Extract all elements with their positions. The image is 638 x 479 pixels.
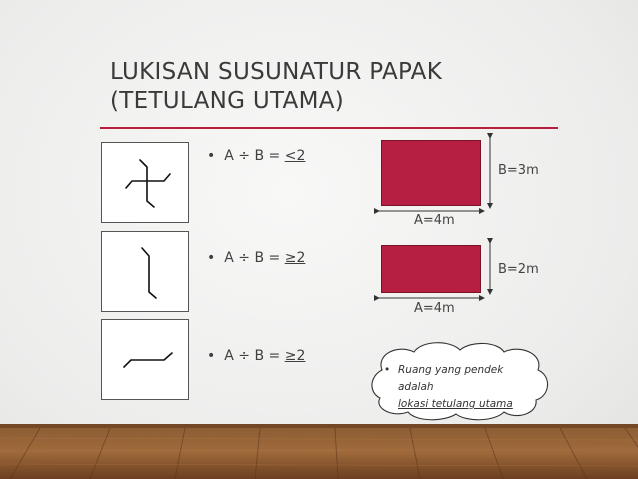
bullet-marker: • — [207, 250, 216, 266]
vertical-bar-icon — [141, 247, 157, 299]
bullet-marker: • — [207, 148, 216, 164]
callout-line-2: adalah — [398, 381, 434, 393]
icon-box-1 — [101, 142, 189, 223]
horizontal-bar-icon — [123, 352, 173, 368]
slide-title: LUKISAN SUSUNATUR PAPAK (TETULANG UTAMA) — [110, 58, 442, 116]
cloud-callout-shape — [371, 342, 549, 421]
bullet-prefix: A ÷ B = — [224, 250, 285, 266]
two-way-bars-icon — [125, 159, 171, 208]
bullet-prefix: A ÷ B = — [224, 348, 285, 364]
bullet-value: ≥2 — [284, 250, 306, 266]
bullet-prefix: A ÷ B = — [224, 148, 285, 164]
bullet-3: • A ÷ B = ≥2 — [207, 348, 305, 364]
bullet-marker: • — [207, 348, 216, 364]
width-label-1: A=4m — [414, 213, 455, 228]
title-underline — [100, 127, 558, 129]
callout-marker: • — [384, 364, 391, 376]
bullet-2: • A ÷ B = ≥2 — [207, 250, 305, 266]
bullet-1: • A ÷ B = <2 — [207, 148, 305, 164]
width-label-2: A=4m — [414, 301, 455, 316]
slab-rectangle-1 — [381, 140, 481, 206]
height-label-1: B=3m — [498, 163, 539, 178]
bullet-value: <2 — [284, 148, 306, 164]
height-label-2: B=2m — [498, 262, 539, 277]
title-line-2: (TETULANG UTAMA) — [110, 88, 345, 114]
slab-rectangle-2 — [381, 245, 481, 293]
wood-floor — [0, 424, 638, 479]
icon-box-2 — [101, 231, 189, 312]
icon-box-3 — [101, 319, 189, 400]
callout-line-1: Ruang yang pendek — [398, 364, 504, 376]
callout-line-3: lokasi tetulang utama — [398, 398, 513, 410]
bullet-value: ≥2 — [284, 348, 306, 364]
title-line-1: LUKISAN SUSUNATUR PAPAK — [110, 59, 443, 85]
